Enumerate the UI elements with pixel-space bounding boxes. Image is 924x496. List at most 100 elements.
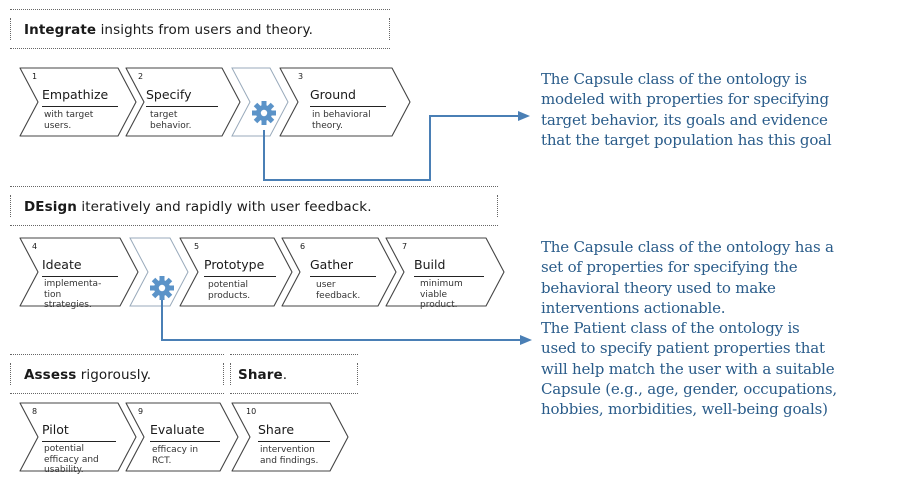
annotation-line: target behavior, its goals and evidence [541,110,828,129]
chevron-step-7 [385,237,505,307]
step-description: in behavioral theory. [312,110,371,131]
annotation-line: The Capsule class of the ontology has a [541,238,834,256]
connector-arrowhead-2 [520,335,532,345]
gear-icon [150,276,174,300]
phase-keyword: Share [238,367,283,383]
desc-line: implementa- [44,279,102,289]
banner-right-edge [223,363,224,385]
phase-keyword: Integrate [24,22,97,38]
annotation-capsule-patient: The Capsule class of the ontology has a … [541,237,837,420]
gear-icon [252,101,276,125]
desc-line: potential [44,444,85,454]
banner-left-edge [10,18,11,40]
chevron-step-5 [179,237,293,307]
step-name: Gather [310,257,353,272]
annotation-line: behavioral theory used to make [541,278,776,297]
step-divider [204,276,276,277]
step-description: efficacy in RCT. [152,445,198,466]
step-number: 3 [298,72,304,81]
chevron-step-1 [19,67,137,137]
chevron-step-3 [279,67,411,137]
banner-left-edge [230,363,231,385]
step-name: Empathize [42,87,109,102]
phase-text: iteratively and rapidly with user feedba… [76,199,372,215]
desc-line: minimum [420,279,463,289]
step-name: Share [258,422,295,437]
step-divider [146,106,218,107]
phase-text: . [282,367,288,383]
step-divider [42,276,118,277]
annotation-line: hobbies, morbidities, well-being goals) [541,400,828,419]
desc-line: theory. [312,120,343,131]
phase-text: insights from users and theory. [96,22,314,38]
step-number: 8 [32,407,38,416]
chevron-step-8 [19,402,137,472]
step-number: 5 [194,242,200,251]
desc-line: product. [420,300,458,310]
step-divider [310,106,386,107]
step-divider [258,441,330,442]
desc-line: feedback. [316,290,361,301]
step-number: 2 [138,72,144,81]
phase-banner-design: DEsign iteratively and rapidly with user… [10,186,498,226]
annotation-line: used to specify patient properties that [541,339,825,358]
chevron-step-4 [19,237,139,307]
connector-line-1 [263,115,518,181]
step-name: Ground [310,87,356,102]
desc-line: target [150,110,178,120]
desc-line: intervention [260,445,315,455]
annotation-line: set of properties for specifying the [541,258,798,277]
banner-right-edge [497,195,498,217]
desc-line: and findings. [260,455,319,466]
step-divider [150,441,220,442]
step-description: user feedback. [316,280,360,301]
desc-line: in behavioral [312,110,371,120]
annotation-line: The Capsule class of the ontology is [541,70,807,88]
step-number: 4 [32,242,38,251]
phase-text: rigorously. [76,367,152,383]
desc-line: products. [208,290,251,301]
desc-line: potential [208,280,249,290]
phase-banner-share: Share. [230,354,358,394]
chevron-step-9 [125,402,239,472]
connector-line-2 [161,298,520,341]
step-number: 6 [300,242,306,251]
annotation-line: modeled with properties for specifying [541,90,829,109]
step-description: minimum viable product. [420,279,463,311]
step-description: with target users. [44,110,93,131]
step-number: 9 [138,407,144,416]
step-divider [414,276,484,277]
phase-keyword: DEsign [24,199,77,215]
chevron-gear-slot-2 [129,237,189,307]
desc-line: users. [44,120,72,131]
annotation-line: The Patient class of the ontology is [541,319,800,338]
desc-line: with target [44,110,94,120]
annotation-line: interventions actionable. [541,298,726,317]
desc-line: behavior. [150,120,192,131]
step-description: target behavior. [150,110,192,131]
annotation-line: Capsule (e.g., age, gender, occupations, [541,380,837,399]
step-description: implementa- tion strategies. [44,279,101,311]
desc-line: efficacy in [152,445,199,455]
banner-right-edge [389,18,390,40]
desc-line: RCT. [152,455,172,466]
connector-arrowhead-1 [518,111,530,121]
desc-line: strategies. [44,300,92,310]
phase-banner-assess: Assess rigorously. [10,354,224,394]
annotation-capsule-goals: The Capsule class of the ontology is mod… [541,69,832,150]
step-divider [42,106,118,107]
desc-line: usability. [44,465,84,475]
desc-line: tion [44,289,62,300]
desc-line: user [316,280,336,290]
banner-left-edge [10,363,11,385]
chevron-step-2 [125,67,241,137]
step-number: 7 [402,242,408,251]
annotation-line: will help match the user with a suitable [541,359,835,378]
step-divider [42,441,116,442]
banner-right-edge [357,363,358,385]
step-name: Ideate [42,257,82,272]
step-name: Evaluate [150,422,205,437]
annotation-line: that the target population has this goal [541,130,832,149]
step-description: potential products. [208,280,250,301]
